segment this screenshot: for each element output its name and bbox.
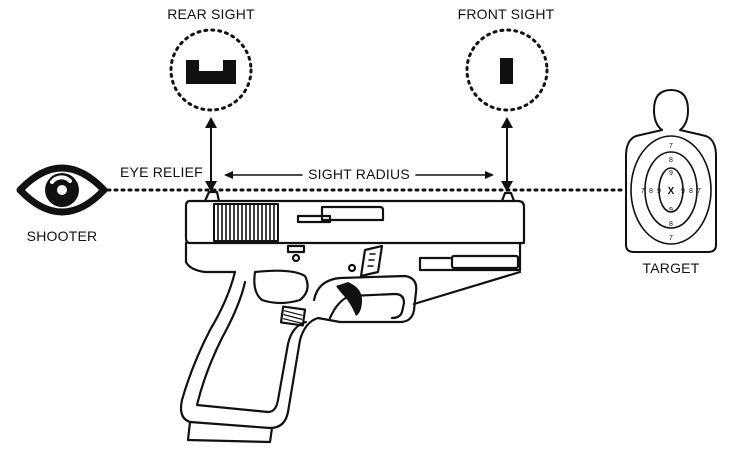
silhouette-target-icon	[625, 89, 717, 253]
score-top-9: 9	[669, 170, 673, 177]
score-right-9: 9	[681, 188, 685, 195]
score-right-8: 8	[689, 188, 693, 195]
score-bottom-7: 7	[669, 235, 673, 242]
sight-radius-dimension	[224, 171, 494, 179]
rear-sight-arrow	[205, 117, 217, 192]
front-sight-arrow	[501, 117, 513, 192]
score-left-8: 8	[649, 188, 653, 195]
eye-relief-label: EYE RELIEF	[120, 164, 203, 180]
eye-icon	[16, 164, 108, 216]
rear-sight-icon	[186, 60, 236, 84]
front-sight-detail-circle	[465, 28, 549, 112]
score-right-7: 7	[697, 188, 701, 195]
front-sight-label: FRONT SIGHT	[457, 6, 555, 22]
target-scores: 7 8 9 7 8 9 X 9 8 7 9 8 7	[641, 143, 701, 242]
rear-sight-detail-circle	[169, 28, 253, 112]
score-left-7: 7	[641, 188, 645, 195]
score-left-9: 9	[657, 188, 661, 195]
handgun-illustration	[179, 190, 526, 444]
front-sight-icon	[500, 58, 513, 84]
target-label: TARGET	[642, 260, 700, 276]
shooter-label: SHOOTER	[26, 228, 98, 244]
score-bottom-9: 9	[669, 207, 673, 214]
sight-radius-label: SIGHT RADIUS	[305, 166, 413, 182]
score-center-x: X	[668, 186, 675, 197]
score-top-8: 8	[669, 157, 673, 164]
score-bottom-8: 8	[669, 221, 673, 228]
rear-sight-label: REAR SIGHT	[167, 6, 255, 22]
score-top-7: 7	[669, 143, 673, 150]
